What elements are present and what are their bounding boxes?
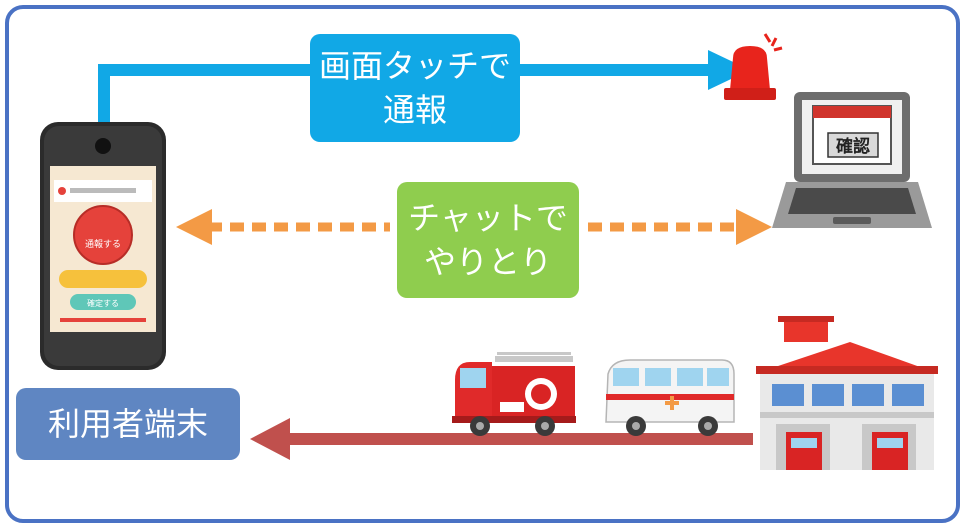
smartphone-icon: 通報する 確定する bbox=[40, 122, 166, 370]
chat-label: チャットで やりとり bbox=[397, 182, 579, 298]
chat-line1: チャットで bbox=[408, 199, 568, 237]
touch-report-line2: 通報 bbox=[382, 91, 447, 129]
laptop-icon: 確認 bbox=[772, 92, 932, 228]
chat-line2: やりとり bbox=[423, 243, 552, 281]
dispatch-arrow bbox=[250, 418, 753, 460]
phone-confirm-label: 確定する bbox=[87, 298, 119, 308]
user-terminal-text: 利用者端末 bbox=[47, 405, 208, 443]
laptop-screen-text: 確認 bbox=[836, 136, 870, 157]
fire-station-icon bbox=[756, 316, 938, 470]
touch-report-label: 画面タッチで 通報 bbox=[310, 34, 520, 142]
phone-sos-label: 通報する bbox=[85, 239, 121, 250]
chat-exchange-arrow bbox=[176, 209, 772, 245]
diagram-frame bbox=[5, 5, 960, 523]
siren-icon bbox=[724, 33, 783, 100]
fire-truck-icon bbox=[452, 352, 576, 436]
user-terminal-label: 利用者端末 bbox=[16, 388, 240, 460]
ambulance-icon bbox=[605, 359, 735, 436]
touch-report-line1: 画面タッチで bbox=[318, 47, 511, 85]
